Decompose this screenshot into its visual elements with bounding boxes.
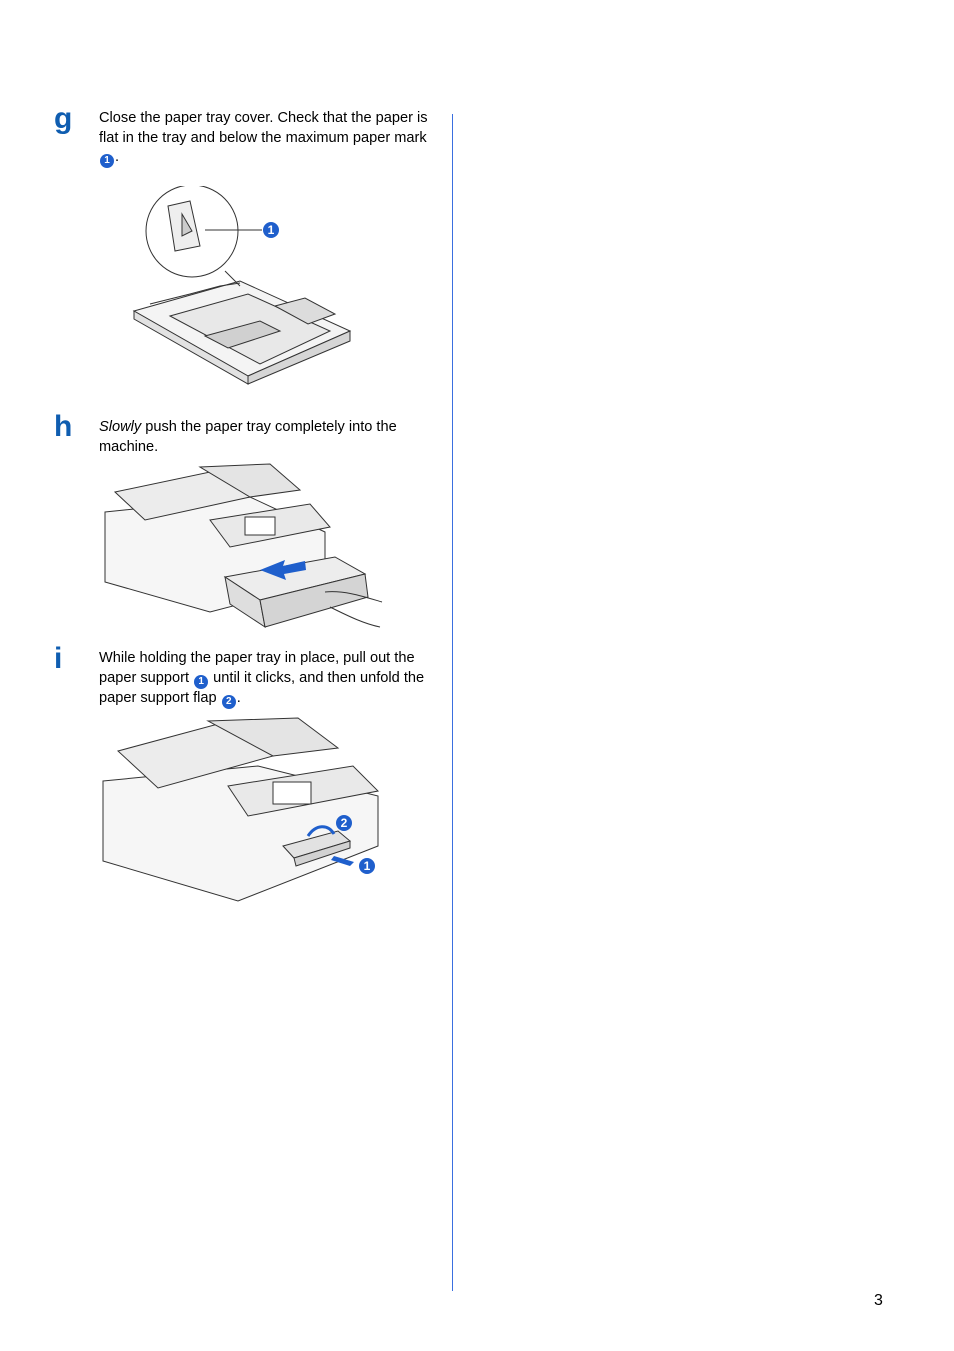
push-arrow-icon	[260, 560, 306, 580]
printer-push-tray-illustration	[104, 463, 383, 629]
column-divider	[452, 114, 453, 1291]
printer-paper-support-illustration: 2 1	[102, 717, 380, 902]
step-h-emphasis: Slowly	[99, 419, 142, 435]
page-number: 3	[874, 1292, 883, 1309]
step-letter-h: h	[54, 410, 73, 443]
callout-2-label: 2	[341, 816, 348, 830]
callout-badge-1: 1	[194, 674, 209, 689]
callout-badge-1: 1	[100, 154, 114, 169]
step-i-text-part1: While holding the paper tray in place, p…	[99, 650, 415, 686]
unfold-arrow-icon	[306, 825, 336, 837]
step-g-text-end: .	[115, 149, 120, 166]
callout-badge-2: 2	[221, 694, 236, 709]
step-letter-g: g	[54, 102, 73, 135]
callout-1-icon	[359, 858, 375, 874]
callout-1-icon	[263, 222, 279, 238]
step-i-text: While holding the paper tray in place, p…	[99, 649, 434, 709]
step-h-text-main: push the paper tray completely into the …	[99, 419, 397, 455]
step-i-text-part2: until it clicks, and then unfold the pap…	[99, 669, 425, 706]
step-g-text-main: Close the paper tray cover. Check that t…	[99, 110, 428, 146]
callout-2-icon	[336, 815, 352, 831]
callout-1-label: 1	[364, 859, 371, 873]
paper-tray-illustration: 1	[132, 186, 352, 385]
step-letter-i: i	[54, 642, 63, 675]
callout-1-label: 1	[268, 223, 275, 237]
pull-arrow-icon	[331, 856, 354, 866]
step-i-text-part3: .	[236, 689, 241, 706]
step-g-text: Close the paper tray cover. Check that t…	[99, 109, 434, 169]
step-h-text: Slowly push the paper tray completely in…	[99, 418, 434, 457]
